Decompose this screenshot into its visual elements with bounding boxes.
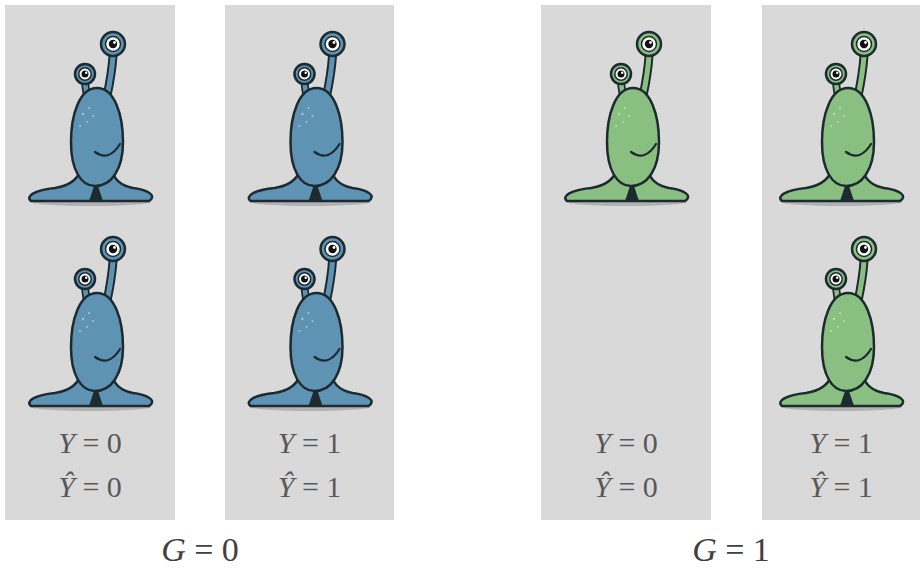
outcome-label: Y = 1	[278, 421, 342, 465]
alien-figure	[780, 237, 903, 411]
group-panel: Y = 1Ŷ = 1	[225, 5, 394, 520]
alien-figure	[565, 32, 688, 206]
group-panel: Y = 0Ŷ = 0	[541, 5, 711, 520]
alien-figure	[29, 32, 152, 206]
outcome-label: Ŷ = 0	[58, 465, 122, 509]
alien-figure	[249, 237, 372, 411]
outcome-label: Y = 0	[58, 421, 122, 465]
group-panel: Y = 1Ŷ = 1	[762, 5, 920, 520]
panel-text-group: Y = 1Ŷ = 1	[225, 421, 394, 509]
group-panel: Y = 0Ŷ = 0	[5, 5, 175, 520]
group-label: G = 0	[161, 530, 239, 570]
alien-figure	[29, 237, 152, 411]
panel-text-group: Y = 1Ŷ = 1	[762, 421, 920, 509]
outcome-label: Ŷ = 1	[278, 465, 342, 509]
outcome-label: Ŷ = 0	[594, 465, 658, 509]
outcome-label: Y = 1	[809, 421, 873, 465]
outcome-label: Y = 0	[594, 421, 658, 465]
panel-text-group: Y = 0Ŷ = 0	[5, 421, 175, 509]
panel-text-group: Y = 0Ŷ = 0	[541, 421, 711, 509]
alien-figure	[780, 32, 903, 206]
group-label: G = 1	[692, 530, 770, 570]
outcome-label: Ŷ = 1	[809, 465, 873, 509]
alien-figure	[249, 32, 372, 206]
